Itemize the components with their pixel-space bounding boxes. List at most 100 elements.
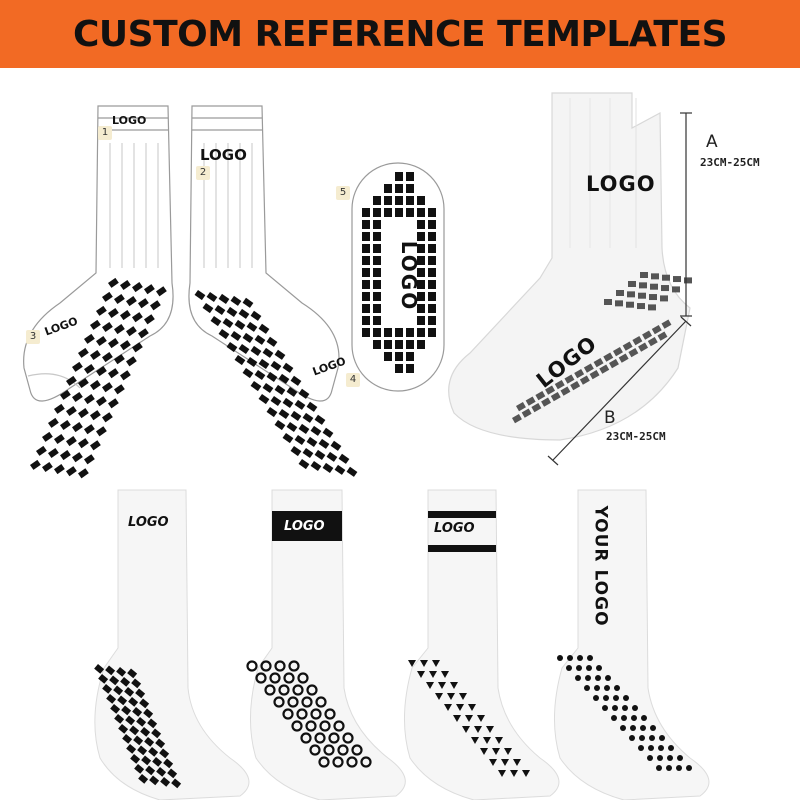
- grip-mark: [632, 336, 643, 346]
- grip-mark: [108, 398, 119, 409]
- photo-sock-grip: [512, 272, 692, 424]
- grip-mark: [119, 340, 131, 351]
- grip-mark: [150, 300, 161, 311]
- grip-mark: [206, 291, 218, 303]
- grip-mark: [143, 708, 154, 719]
- grip-mark: [373, 292, 381, 301]
- grip-mark: [262, 382, 274, 394]
- grip-mark: [328, 732, 340, 744]
- grip-mark: [148, 747, 159, 757]
- dimension-b-value: 23CM-25CM: [606, 430, 666, 443]
- grip-mark: [596, 665, 602, 671]
- grip-mark: [102, 321, 113, 333]
- grip-mark: [315, 696, 327, 708]
- grip-mark: [291, 720, 303, 732]
- grip-mark: [659, 735, 665, 741]
- grip-mark: [96, 426, 107, 437]
- grip-mark: [417, 316, 425, 325]
- grip-mark: [101, 382, 113, 393]
- grip-mark: [640, 272, 648, 278]
- grip-mark: [661, 285, 669, 292]
- template-line-drawings: [23, 92, 710, 800]
- grip-mark: [362, 232, 370, 241]
- grip-mark: [246, 321, 258, 332]
- grip-mark: [66, 375, 77, 386]
- grip-mark: [668, 745, 674, 751]
- example-sock-1: [94, 489, 250, 800]
- grip-mark: [373, 304, 381, 313]
- example-4-logo: YOUR LOGO: [590, 505, 611, 627]
- grip-mark: [310, 460, 322, 472]
- grip-mark: [120, 310, 131, 321]
- grip-mark: [584, 685, 590, 691]
- grip-mark: [639, 735, 645, 741]
- grip-mark: [260, 660, 272, 672]
- grip-mark: [395, 340, 403, 349]
- grip-mark: [602, 705, 608, 711]
- grip-mark: [492, 748, 500, 755]
- grip-mark: [131, 342, 143, 353]
- grip-mark: [298, 459, 310, 470]
- grip-mark: [406, 196, 414, 205]
- grip-mark: [120, 677, 131, 687]
- zone-number-2: 2: [196, 166, 210, 180]
- example-sock-3-grip: [408, 660, 530, 777]
- grip-mark: [395, 196, 403, 205]
- grip-mark: [130, 754, 141, 764]
- grip-mark: [589, 370, 600, 380]
- grip-mark: [373, 196, 381, 205]
- grip-mark: [444, 704, 452, 711]
- grip-mark: [90, 349, 101, 361]
- grip-mark: [254, 369, 266, 381]
- grip-mark: [78, 408, 89, 419]
- grip-mark: [426, 682, 434, 689]
- grip-mark: [250, 381, 262, 392]
- grip-mark: [294, 434, 306, 446]
- grip-mark: [628, 348, 639, 358]
- grip-mark: [428, 232, 436, 241]
- grip-mark: [501, 759, 509, 766]
- grip-mark: [314, 414, 326, 425]
- grip-mark: [406, 340, 414, 349]
- grip-mark: [128, 697, 139, 707]
- grip-mark: [30, 459, 41, 470]
- grip-mark: [362, 244, 370, 253]
- grip-mark: [626, 301, 634, 308]
- grip-mark: [48, 417, 59, 428]
- grip-mark: [318, 756, 330, 768]
- grip-mark: [95, 366, 107, 377]
- grip-mark: [78, 377, 89, 389]
- grip-mark: [395, 208, 403, 217]
- grip-mark: [133, 735, 144, 746]
- grip-mark: [258, 323, 270, 334]
- grip-mark: [250, 310, 262, 321]
- title-banner: CUSTOM REFERENCE TEMPLATES: [0, 0, 800, 68]
- grip-mark: [338, 453, 350, 464]
- grip-mark: [585, 675, 591, 681]
- grip-mark: [35, 445, 47, 456]
- grip-mark: [305, 720, 317, 732]
- grip-mark: [395, 184, 403, 193]
- grip-mark: [406, 364, 414, 373]
- grip-mark: [373, 316, 381, 325]
- grip-mark: [286, 386, 298, 397]
- sole-template-grip: [362, 172, 436, 373]
- grip-mark: [113, 685, 124, 696]
- grip-mark: [471, 737, 479, 744]
- grip-mark: [384, 352, 392, 361]
- template-sock-left-grip: [30, 277, 167, 479]
- grip-mark: [620, 725, 626, 731]
- grip-mark: [447, 693, 455, 700]
- example-sock-4-grip: [557, 655, 692, 771]
- grip-mark: [586, 665, 592, 671]
- grip-mark: [593, 695, 599, 701]
- grip-mark: [373, 280, 381, 289]
- zone-number-3: 3: [26, 330, 40, 344]
- grip-mark: [647, 755, 653, 761]
- grip-mark: [672, 286, 680, 293]
- grip-mark: [266, 371, 278, 382]
- zone-5-logo: LOGO: [397, 240, 422, 312]
- grip-mark: [373, 328, 381, 337]
- grip-mark: [214, 304, 226, 316]
- grip-mark: [395, 328, 403, 337]
